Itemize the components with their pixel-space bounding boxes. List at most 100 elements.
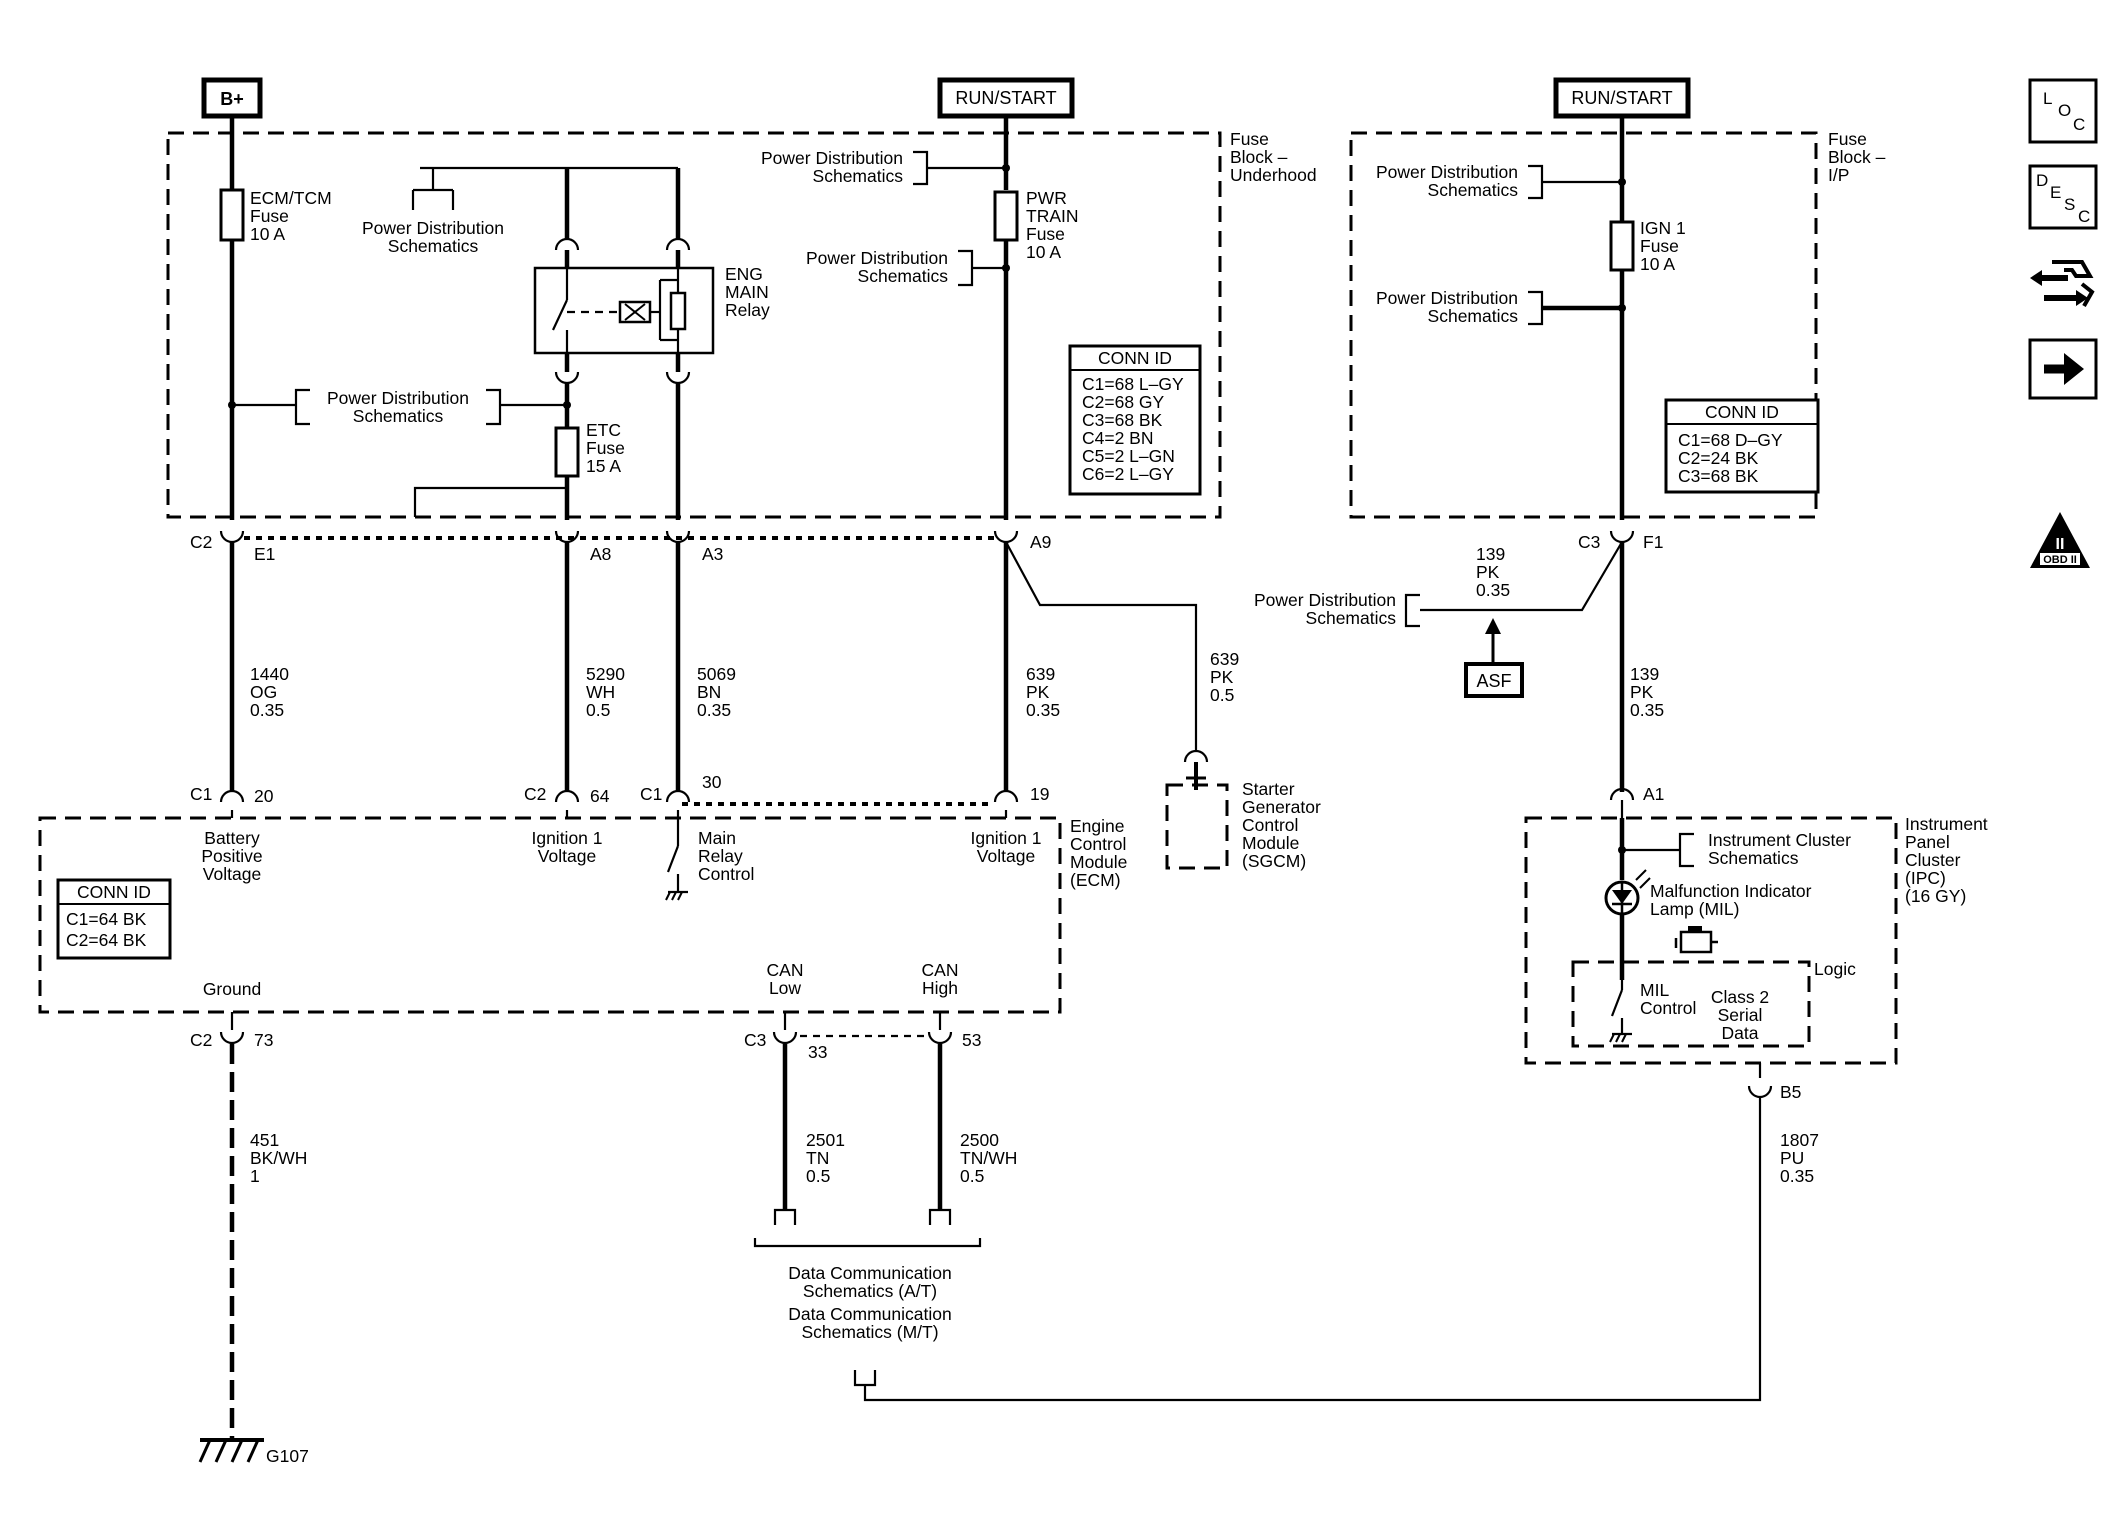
ign1-fuse-label-3: 10 A (1640, 254, 1675, 274)
conn-c3-label: C3 (1578, 532, 1600, 552)
fuse-block-ip-title-3: I/P (1828, 165, 1849, 185)
wire-1807-color: PU (1780, 1148, 1804, 1168)
ground-g107-label: G107 (266, 1446, 309, 1466)
ecm-battery-positive-1: Battery (204, 828, 260, 848)
conn-id-ip-c3: C3=68 BK (1678, 466, 1759, 486)
power-dist-2-line-2: Schematics (353, 406, 444, 426)
ipc-b5-label: B5 (1780, 1082, 1801, 1102)
wire-1807-size: 0.35 (1780, 1166, 1814, 1186)
wire-5290-size: 0.5 (586, 700, 610, 720)
connector-row-underhood (219, 530, 1635, 544)
can-c3-label: C3 (744, 1030, 766, 1050)
wire-2501-id: 2501 (806, 1130, 845, 1150)
ip-power-dist-2-line-1: Power Distribution (1376, 288, 1518, 308)
ipc-class2-3: Data (1722, 1023, 1759, 1043)
power-dist-2-line-1: Power Distribution (327, 388, 469, 408)
ipc-cluster-schematics-2: Schematics (1708, 848, 1799, 868)
power-dist-3-line-2: Schematics (813, 166, 904, 186)
ipc-mil-1: Malfunction Indicator (1650, 881, 1812, 901)
loc-icon[interactable]: L O C (2028, 78, 2098, 144)
wire-1440-id: 1440 (250, 664, 289, 684)
ipc-title-3: Cluster (1905, 850, 1961, 870)
conn-id-underhood-c6: C6=2 L–GY (1082, 464, 1174, 484)
conn-a9-label: A9 (1030, 532, 1051, 552)
sgcm-label-5: (SGCM) (1242, 851, 1306, 871)
sgcm-label-4: Module (1242, 833, 1299, 853)
wire-1807-id: 1807 (1780, 1130, 1819, 1150)
ipc-title-4: (IPC) (1905, 868, 1946, 888)
wire-5290-color: WH (586, 682, 615, 702)
ecm-main-relay-2: Relay (698, 846, 743, 866)
ecm-battery-positive-2: Positive (201, 846, 262, 866)
wire-1440-color: OG (250, 682, 277, 702)
conn-id-box-ecm: CONN ID C1=64 BK C2=64 BK (56, 878, 172, 960)
conn-id-ecm-title: CONN ID (77, 882, 151, 902)
ipc-logic-box (1571, 960, 1811, 1048)
wire-639a-id: 639 (1026, 664, 1055, 684)
b-plus-label: B+ (220, 89, 244, 109)
svg-text:OBD II: OBD II (2043, 554, 2077, 566)
ipc-class2-2: Serial (1718, 1005, 1763, 1025)
ign1-fuse-label-2: Fuse (1640, 236, 1679, 256)
relay-label-2: MAIN (725, 282, 769, 302)
ip-power-dist-1-line-2: Schematics (1428, 180, 1519, 200)
ground-c2-label: C2 (190, 1030, 212, 1050)
ecm-tcm-fuse-label-3: 10 A (250, 224, 285, 244)
pwr-train-fuse (993, 190, 1019, 242)
ecm-can-high-1: CAN (922, 960, 959, 980)
ecm-outline (38, 816, 1062, 1014)
etc-fuse-label-1: ETC (586, 420, 621, 440)
next-arrow-icon[interactable] (2028, 338, 2098, 400)
mil-control-switch (1609, 980, 1632, 1043)
wire-451-size: 1 (250, 1166, 260, 1186)
ecm-title-4: (ECM) (1070, 870, 1121, 890)
fuse-block-underhood-title-3: Underhood (1230, 165, 1317, 185)
relay-label-1: ENG (725, 264, 763, 284)
run-start-supply-2: RUN/START (1553, 77, 1691, 119)
ecm-ground: Ground (203, 979, 261, 999)
conn-id-underhood-c1: C1=68 L–GY (1082, 374, 1184, 394)
ecm-tcm-fuse (219, 188, 245, 242)
conn-e1-label: E1 (254, 544, 275, 564)
pwr-train-fuse-label-3: Fuse (1026, 224, 1065, 244)
wire-139a-size: 0.35 (1476, 580, 1510, 600)
svg-text:O: O (2058, 101, 2071, 120)
ecm-pin-20: 20 (254, 786, 274, 806)
wire-139b-size: 0.35 (1630, 700, 1664, 720)
power-dist-4-line-2: Schematics (858, 266, 949, 286)
ecm-pin-30: 30 (702, 772, 722, 792)
fuse-block-ip-outline (1349, 131, 1818, 519)
eng-main-relay (533, 266, 715, 355)
ipc-mil-control-1: MIL (1640, 980, 1669, 1000)
ecm-ignition-1a-1: Ignition 1 (531, 828, 602, 848)
conn-c2-label: C2 (190, 532, 212, 552)
wire-639b-size: 0.5 (1210, 685, 1234, 705)
ipc-title-1: Instrument (1905, 814, 1988, 834)
data-comm-2: Schematics (A/T) (803, 1281, 937, 1301)
wire-2501-size: 0.5 (806, 1166, 830, 1186)
ipc-outline (1524, 816, 1898, 1065)
run-start-label-1: RUN/START (955, 88, 1056, 108)
ecm-can-high-2: High (922, 978, 958, 998)
conn-id-ip-title: CONN ID (1705, 402, 1779, 422)
can-pin-53: 53 (962, 1030, 981, 1050)
ipc-logic-label: Logic (1814, 959, 1856, 979)
wire-639b-id: 639 (1210, 649, 1239, 669)
b-plus-supply: B+ (201, 77, 263, 119)
conn-a3-label: A3 (702, 544, 723, 564)
connector-view-icon[interactable] (2030, 250, 2096, 314)
wire-639a-size: 0.35 (1026, 700, 1060, 720)
desc-icon[interactable]: D E S C (2028, 164, 2098, 230)
ecm-title-1: Engine (1070, 816, 1125, 836)
wire-5069-size: 0.35 (697, 700, 731, 720)
wire-5069-id: 5069 (697, 664, 736, 684)
ecm-connectors-top (219, 789, 1019, 803)
conn-id-box-ip: CONN ID C1=68 D–GY C2=24 BK C3=68 BK (1664, 398, 1820, 494)
svg-text:C: C (2073, 115, 2085, 134)
conn-id-ecm-c2: C2=64 BK (66, 930, 147, 950)
power-dist-1-line-2: Schematics (388, 236, 479, 256)
conn-f1-label: F1 (1643, 532, 1663, 552)
ecm-ignition-1a-2: Voltage (538, 846, 596, 866)
ipc-cluster-schematics-1: Instrument Cluster (1708, 830, 1851, 850)
ecm-tcm-fuse-label-2: Fuse (250, 206, 289, 226)
